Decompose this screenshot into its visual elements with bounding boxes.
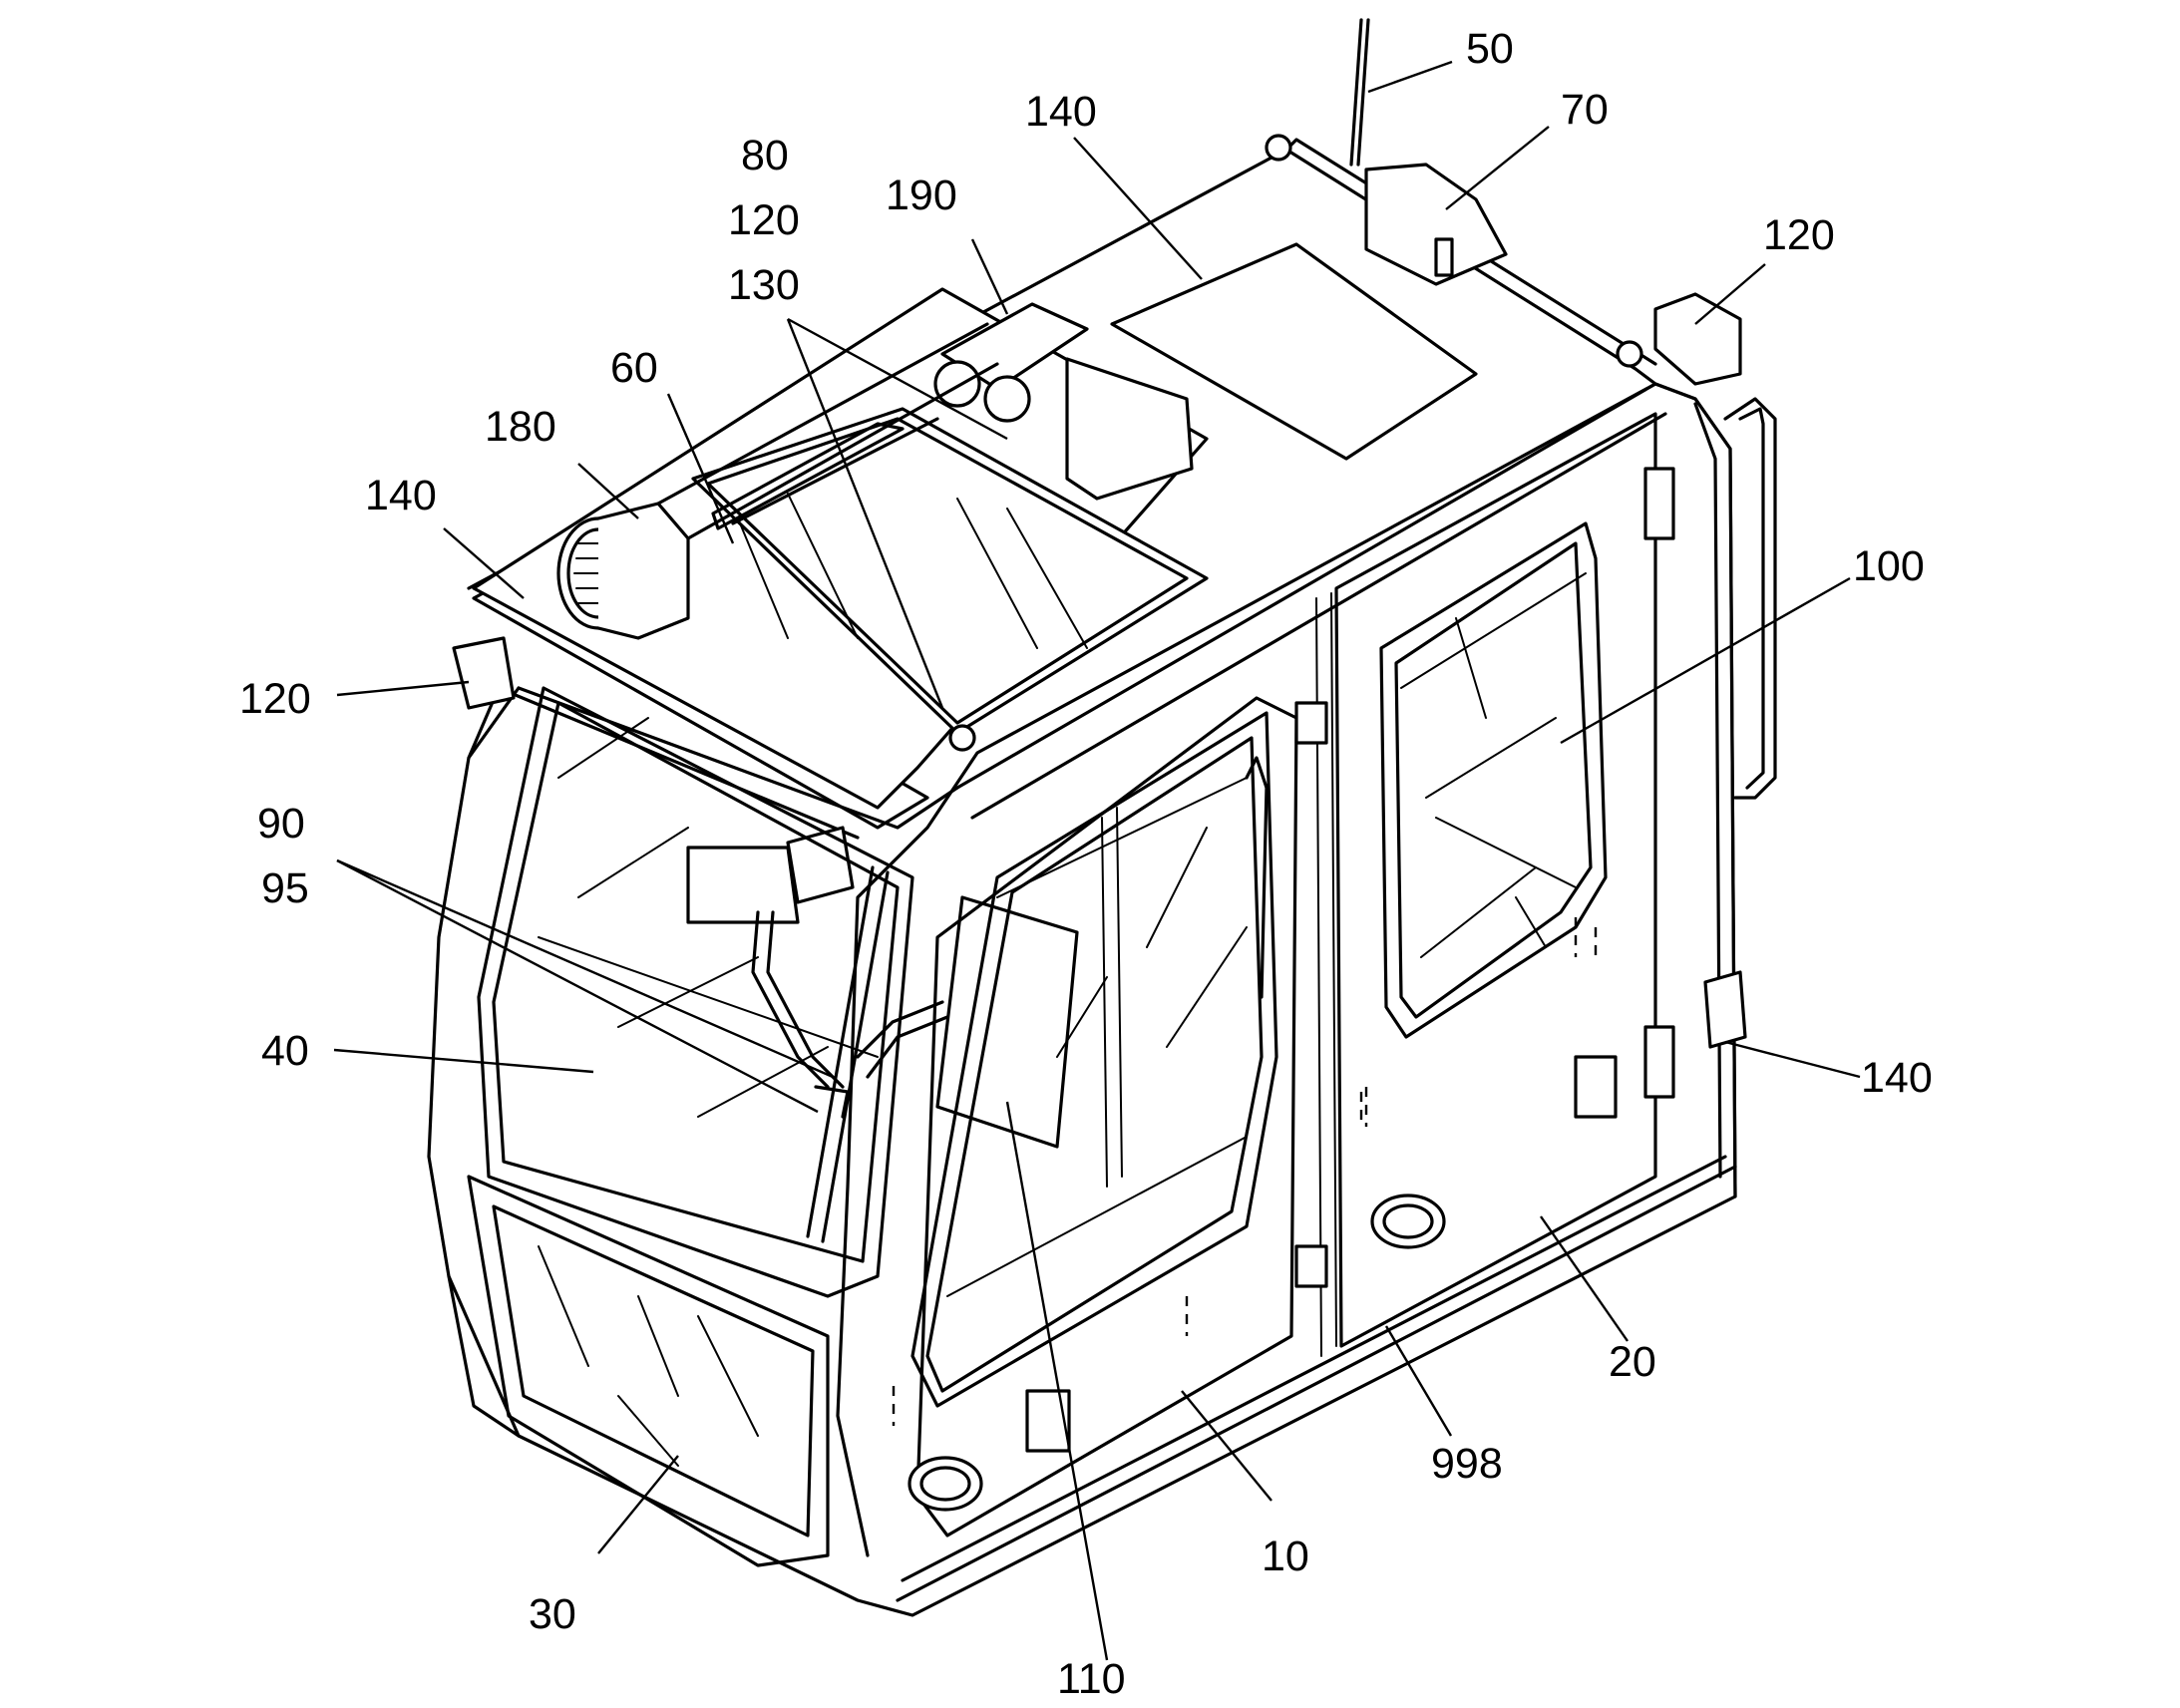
front-wiper xyxy=(806,865,890,1243)
front-windshield xyxy=(467,686,914,1567)
callout-998: 998 xyxy=(1431,1440,1503,1488)
callout-40: 40 xyxy=(261,1027,309,1075)
mirrors xyxy=(686,846,1079,1149)
roof xyxy=(472,18,1643,830)
leader-lines xyxy=(333,60,1861,1661)
front-lamp xyxy=(786,826,855,904)
callout-140-left: 140 xyxy=(365,472,437,519)
work-lights xyxy=(452,292,1742,904)
callout-10: 10 xyxy=(1262,1533,1309,1580)
rear-lamp-right xyxy=(1653,292,1742,386)
callout-labels: 50 70 140 80 120 190 130 120 60 180 140 … xyxy=(239,25,1933,1703)
callout-50: 50 xyxy=(1466,25,1514,73)
callout-120-right: 120 xyxy=(1763,211,1835,259)
callout-120-left: 120 xyxy=(239,675,311,723)
callout-100: 100 xyxy=(1853,542,1925,590)
callout-90: 90 xyxy=(257,800,305,848)
lower-front-window xyxy=(467,1175,830,1567)
side-lamp-left xyxy=(452,636,516,710)
callout-80: 80 xyxy=(741,132,789,179)
mirror-left xyxy=(686,846,800,924)
mirror-right xyxy=(935,895,1079,1149)
callout-60: 60 xyxy=(610,344,658,392)
roof-panel xyxy=(1110,242,1478,461)
callout-190: 190 xyxy=(886,171,957,219)
callout-110: 110 xyxy=(1057,1655,1126,1703)
side-door xyxy=(1334,397,1777,1348)
front-door xyxy=(892,696,1368,1537)
callout-120-top: 120 xyxy=(728,196,800,244)
callout-130: 130 xyxy=(728,261,800,309)
callout-95: 95 xyxy=(261,864,309,912)
callout-140-roof: 140 xyxy=(1025,88,1097,136)
callout-70: 70 xyxy=(1561,86,1609,134)
ac-unit-box xyxy=(1065,357,1194,501)
callout-140-right: 140 xyxy=(1861,1054,1933,1102)
callout-20: 20 xyxy=(1609,1338,1656,1386)
antenna xyxy=(1349,18,1363,167)
beacon-box xyxy=(1364,163,1508,286)
rear-handrail xyxy=(1723,397,1777,800)
callout-30: 30 xyxy=(529,1590,576,1638)
callout-180: 180 xyxy=(485,403,556,451)
